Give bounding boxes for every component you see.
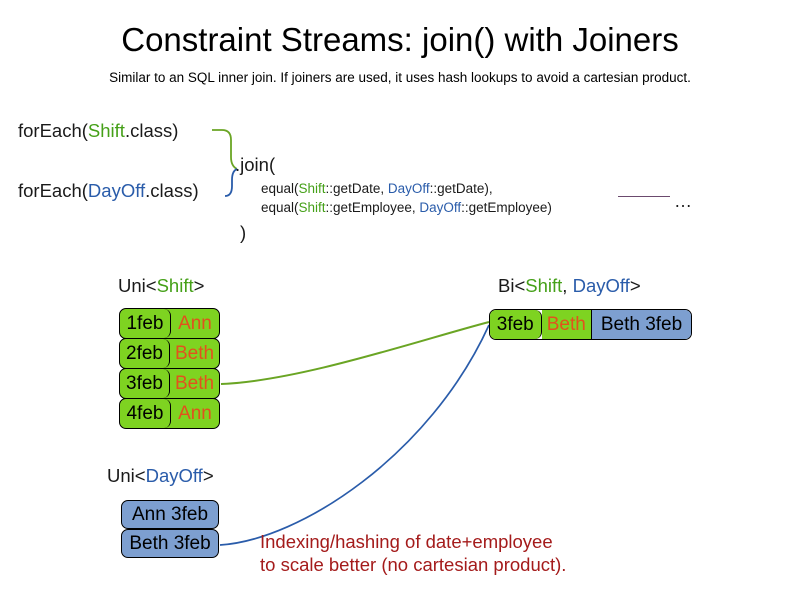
foreach-dayoff-prefix: forEach( bbox=[18, 180, 88, 201]
bi-tuple-row[interactable]: 3feb Beth Beth 3feb bbox=[489, 309, 692, 340]
foreach-shift-type: Shift bbox=[87, 120, 125, 141]
horizontal-rule bbox=[618, 196, 670, 197]
uni-dayoff-fact-row[interactable]: Beth 3feb bbox=[121, 529, 219, 558]
uni-shift-fact-row[interactable]: 2feb Beth bbox=[119, 338, 220, 369]
shift-employee-cell: Beth bbox=[174, 343, 215, 364]
bi-suffix: > bbox=[629, 275, 641, 296]
bi-shift-employee-cell: Beth bbox=[541, 310, 592, 339]
equal-date-fn: equal( bbox=[261, 181, 299, 196]
equal-employee-left-method: ::getEmployee, bbox=[325, 200, 420, 215]
connector-shift-row-to-bi bbox=[220, 321, 490, 385]
bi-dayoff-cell: Beth 3feb bbox=[592, 310, 691, 339]
bi-shift-date-cell: 3feb bbox=[490, 310, 542, 339]
uni-dayoff-fact-row[interactable]: Ann 3feb bbox=[121, 500, 219, 529]
bi-separator: , bbox=[562, 275, 573, 296]
uni-shift-prefix: Uni< bbox=[118, 275, 157, 296]
joiner-equal-getdate: equal(Shift::getDate, DayOff::getDate), bbox=[261, 179, 493, 198]
bi-prefix: Bi< bbox=[498, 275, 526, 296]
explanatory-note: Indexing/hashing of date+employee to sca… bbox=[260, 530, 566, 576]
connector-dayoff-row-to-bi bbox=[219, 324, 490, 546]
uni-shift-fact-row[interactable]: 1feb Ann bbox=[119, 308, 220, 339]
note-line-2: to scale better (no cartesian product). bbox=[260, 554, 567, 575]
join-open-token: .join( bbox=[235, 154, 276, 175]
uni-dayoff-suffix: > bbox=[202, 465, 214, 486]
foreach-dayoff-type: DayOff bbox=[87, 180, 146, 201]
joiner-equal-getemployee: equal(Shift::getEmployee, DayOff::getEmp… bbox=[261, 198, 552, 217]
bi-tuple-heading: Bi<Shift, DayOff> bbox=[498, 274, 641, 298]
dayoff-label-cell: Ann 3feb bbox=[131, 504, 209, 525]
foreach-dayoff-statement: forEach(DayOff.class) bbox=[18, 179, 199, 203]
equal-employee-left-type: Shift bbox=[298, 200, 326, 215]
equal-employee-fn: equal( bbox=[261, 200, 299, 215]
equal-date-right-type: DayOff bbox=[387, 181, 430, 196]
uni-shift-type: Shift bbox=[156, 275, 194, 296]
uni-dayoff-type: DayOff bbox=[145, 465, 203, 486]
ellipsis-marker: … bbox=[674, 191, 692, 211]
join-close-token: ) bbox=[240, 222, 247, 243]
connector-shift-to-join bbox=[212, 129, 238, 170]
shift-date-cell: 3feb bbox=[120, 369, 170, 398]
uni-shift-fact-row[interactable]: 3feb Beth bbox=[119, 368, 220, 399]
foreach-dayoff-suffix: .class) bbox=[145, 180, 199, 201]
shift-date-cell: 4feb bbox=[120, 399, 171, 428]
equal-date-right-method: ::getDate), bbox=[429, 181, 493, 196]
uni-shift-heading: Uni<Shift> bbox=[118, 274, 204, 298]
shift-employee-cell: Beth bbox=[174, 373, 215, 394]
shift-date-cell: 1feb bbox=[120, 309, 171, 338]
uni-shift-suffix: > bbox=[193, 275, 205, 296]
equal-employee-right-method: ::getEmployee) bbox=[461, 200, 552, 215]
page-subtitle: Similar to an SQL inner join. If joiners… bbox=[109, 70, 691, 85]
equal-date-left-method: ::getDate, bbox=[325, 181, 388, 196]
bi-type-a: Shift bbox=[525, 275, 563, 296]
dayoff-label-cell: Beth 3feb bbox=[129, 533, 211, 554]
note-line-1: Indexing/hashing of date+employee bbox=[260, 531, 553, 552]
equal-employee-right-type: DayOff bbox=[419, 200, 462, 215]
uni-dayoff-heading: Uni<DayOff> bbox=[107, 464, 214, 488]
bi-type-b: DayOff bbox=[572, 275, 630, 296]
foreach-shift-statement: forEach(Shift.class) bbox=[18, 119, 178, 143]
equal-date-left-type: Shift bbox=[298, 181, 326, 196]
foreach-shift-suffix: .class) bbox=[124, 120, 179, 141]
uni-dayoff-prefix: Uni< bbox=[107, 465, 146, 486]
uni-shift-fact-row[interactable]: 4feb Ann bbox=[119, 398, 220, 429]
page-title: Constraint Streams: join() with Joiners bbox=[121, 21, 679, 58]
shift-employee-cell: Ann bbox=[178, 313, 212, 334]
shift-employee-cell: Ann bbox=[178, 403, 212, 424]
shift-date-cell: 2feb bbox=[120, 339, 170, 368]
foreach-shift-prefix: forEach( bbox=[18, 120, 88, 141]
